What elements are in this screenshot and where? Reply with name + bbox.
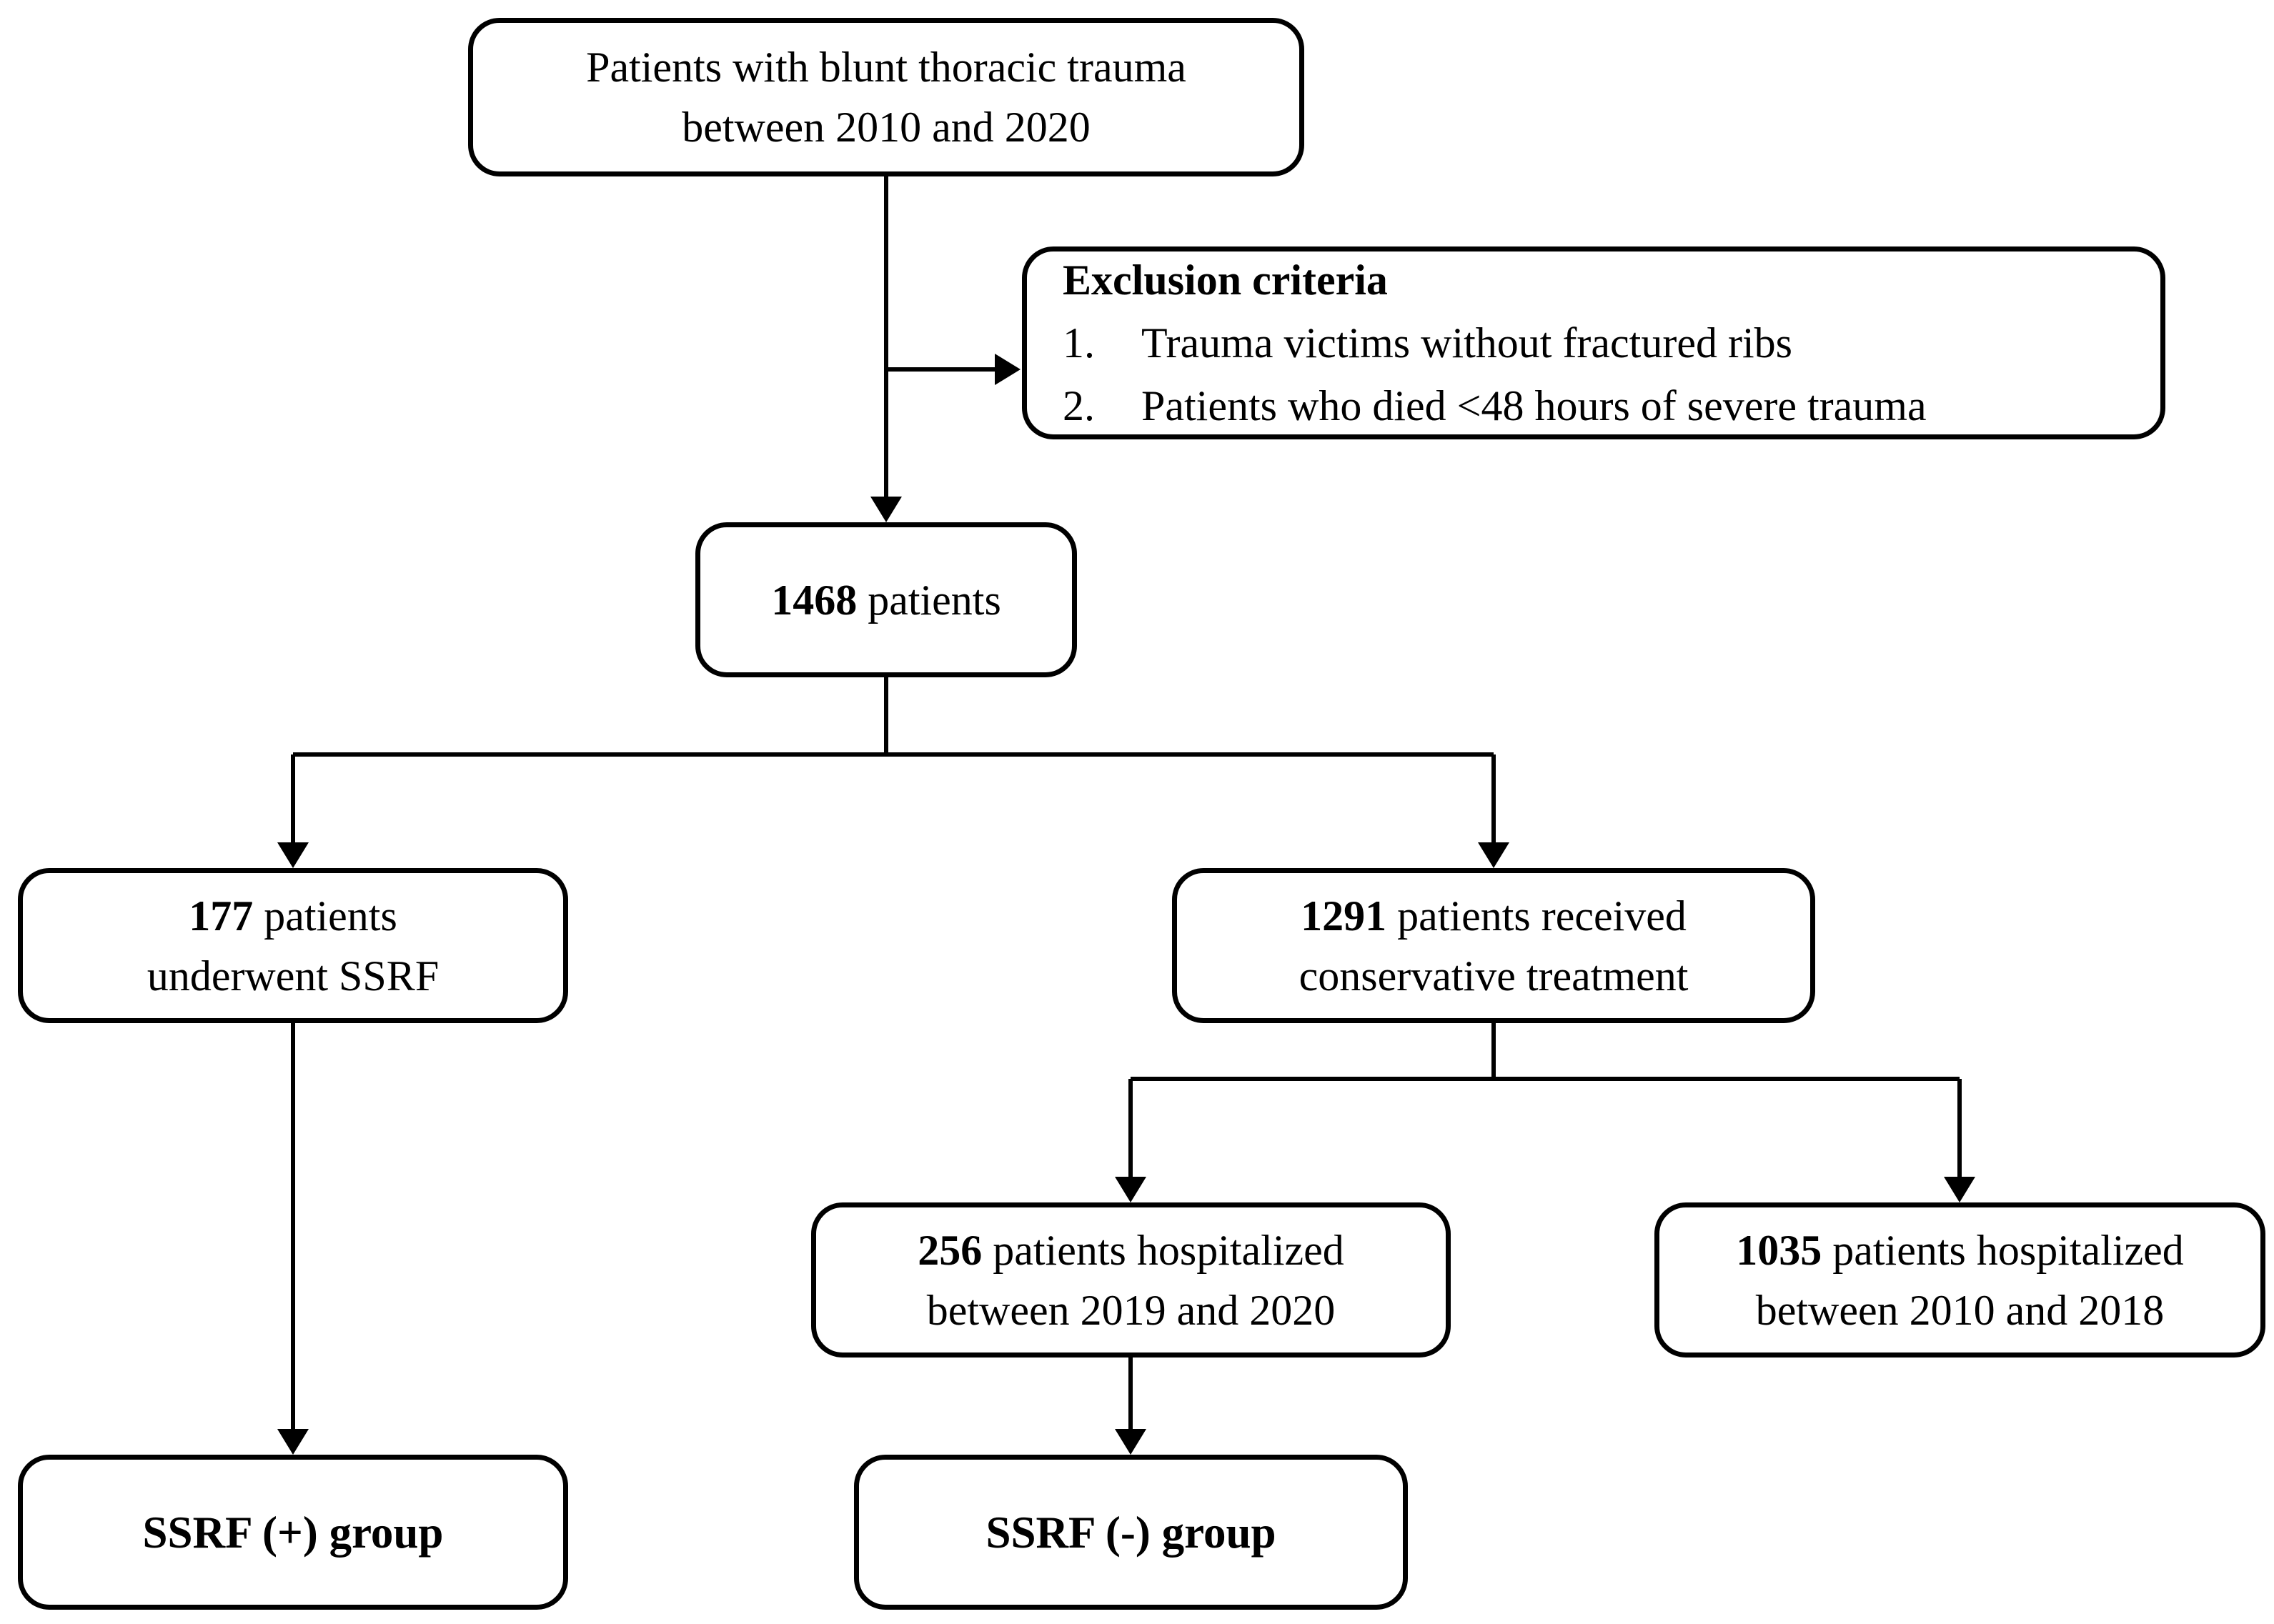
exclusion-item: 2. Patients who died <48 hours of severe… — [1063, 374, 1927, 437]
node-group-ssrf-plus: SSRF (+) group — [18, 1455, 568, 1610]
node-historic: 1035 patients hospitalized between 2010 … — [1654, 1202, 2265, 1358]
arrowhead-right-icon — [995, 354, 1021, 385]
exclusion-item-number: 2. — [1063, 382, 1095, 429]
node-recent: 256 patients hospitalized between 2019 a… — [811, 1202, 1451, 1358]
node-recent-line2: between 2019 and 2020 — [926, 1286, 1336, 1334]
arrowhead-down-icon — [1115, 1177, 1146, 1202]
node-start-line2: between 2010 and 2020 — [682, 104, 1091, 151]
node-cohort-line: 1468 patients — [771, 576, 1001, 624]
exclusion-item-text: Trauma victims without fractured ribs — [1141, 319, 1792, 367]
exclusion-heading: Exclusion criteria — [1063, 256, 1388, 304]
node-ssrf: 177 patients underwent SSRF — [18, 868, 568, 1023]
node-start: Patients with blunt thoracic trauma betw… — [468, 18, 1304, 176]
node-conservative-line1: 1291 patients received — [1301, 892, 1687, 940]
group-minus-label: SSRF (-) group — [985, 1507, 1276, 1558]
arrowhead-down-icon — [277, 842, 309, 868]
group-plus-label: SSRF (+) group — [142, 1507, 444, 1558]
node-group-ssrf-minus: SSRF (-) group — [854, 1455, 1408, 1610]
exclusion-item: 1. Trauma victims without fractured ribs — [1063, 312, 1792, 374]
node-ssrf-line2: underwent SSRF — [147, 952, 440, 1000]
node-recent-line1: 256 patients hospitalized — [918, 1226, 1344, 1274]
node-historic-line1: 1035 patients hospitalized — [1736, 1226, 2184, 1274]
exclusion-item-number: 1. — [1063, 319, 1095, 367]
node-start-line1: Patients with blunt thoracic trauma — [586, 44, 1186, 91]
arrowhead-down-icon — [870, 497, 902, 522]
exclusion-item-text: Patients who died <48 hours of severe tr… — [1141, 382, 1927, 429]
node-ssrf-line1: 177 patients — [189, 892, 397, 940]
node-conservative-line2: conservative treatment — [1299, 952, 1689, 1000]
node-exclusion-criteria: Exclusion criteria 1. Trauma victims wit… — [1022, 246, 2165, 439]
arrowhead-down-icon — [277, 1429, 309, 1455]
node-cohort: 1468 patients — [695, 522, 1077, 677]
arrowhead-down-icon — [1944, 1177, 1975, 1202]
arrowhead-down-icon — [1478, 842, 1509, 868]
node-historic-line2: between 2010 and 2018 — [1755, 1286, 2165, 1334]
arrowhead-down-icon — [1115, 1429, 1146, 1455]
node-conservative: 1291 patients received conservative trea… — [1172, 868, 1815, 1023]
